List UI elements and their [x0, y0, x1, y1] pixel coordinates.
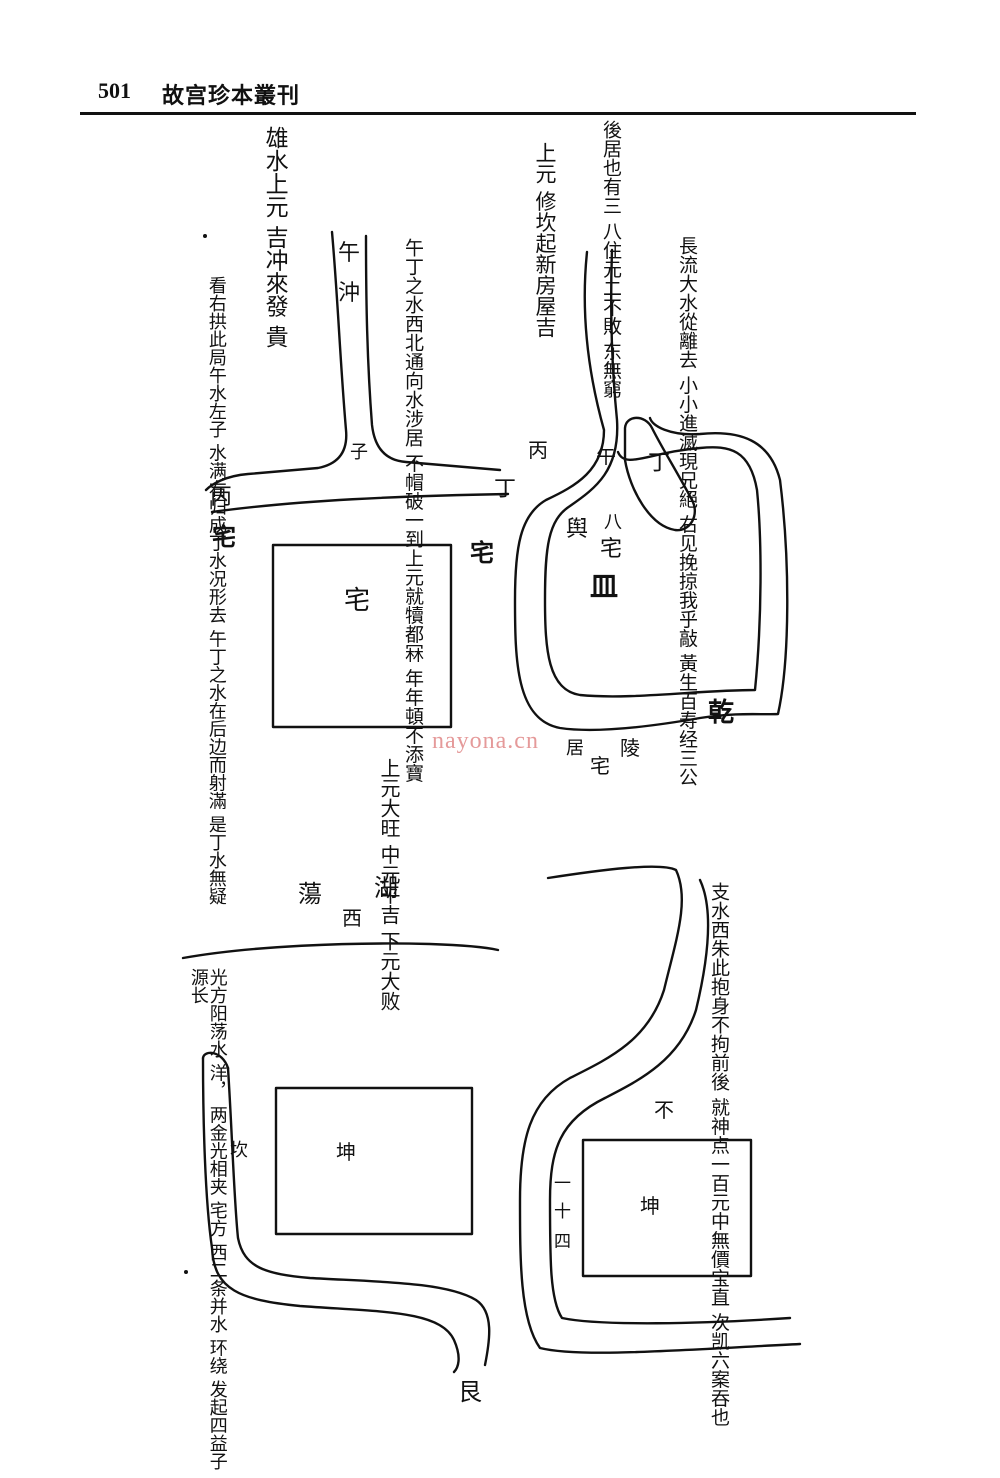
d3-channel-right-wall [226, 1066, 491, 1367]
d2-label-ju: 居 [566, 738, 584, 759]
d2-channel-outer [513, 250, 789, 732]
d1-direction-wu: 午 [338, 241, 361, 266]
d3-note-col-3: 两金光相夹 [206, 1105, 228, 1196]
d1-note-left-col-3: 午丁之水在后边而射滿 [205, 629, 227, 810]
d3-note-col-8: 源长 [187, 968, 209, 1004]
note-three-eras: 上元大旺 中元平吉 下元大败 [377, 758, 401, 1011]
d4-house-box [581, 1138, 753, 1278]
d3-note-col-4: 宅方 [206, 1201, 228, 1238]
d2-direction-ding: 丁 [648, 451, 671, 476]
d1-channel-bottom-wall [210, 492, 510, 514]
d4-mark-left-3: 四 [554, 1232, 571, 1252]
d2-direction-qian: 乾 [708, 698, 735, 728]
d2-side-label: 舆 [566, 517, 589, 542]
d1-note-left-col-1: 看右拱此局午水左子 [205, 276, 227, 438]
d1-house-left-label: 宅 [212, 522, 236, 551]
d4-note-col-1: 支水西朱此抱身不拘前後 [707, 882, 730, 1091]
d3-channel-left-wall [201, 1056, 460, 1374]
d4-note-col-3: 次凯六案吞也 [707, 1312, 730, 1427]
d3-note-col-1: 光方阳荡水 [206, 968, 228, 1058]
d2-pond [623, 416, 697, 532]
d3-lake-right-label: 湖 [374, 874, 398, 902]
d2-note-a-col-2: 修坎起新房屋吉 [533, 190, 558, 338]
d1-note-top: 雄水上元 吉冲來發 貴 [261, 126, 288, 348]
d2-note-a-col-1: 上元 [533, 142, 558, 184]
d1-note-mid-col-1: 午丁之水西北通向水涉居 [401, 238, 424, 447]
d1-direction-bing-mid: 丙 [528, 438, 548, 462]
d1-note-top-col-1: 雄水上元 [261, 126, 288, 218]
d2-well-mark: 皿 [590, 570, 619, 603]
d3-direction-gen: 艮 [458, 1378, 482, 1406]
d2-note-b: 後居也有三 八住元二不敗 东無窮 [599, 120, 622, 399]
d3-lake-left-label: 蕩 [298, 880, 322, 908]
d1-note-mid-col-2: 不帽破一到上元就犢都冧 [401, 453, 424, 663]
d1-note-top-col-3: 貴 [261, 324, 288, 348]
d3-note-col-2: 洋， [206, 1063, 228, 1100]
d1-channel-left-wall [204, 230, 348, 492]
d2-note-c-col-4: 黃生百寿经三公 [675, 653, 698, 787]
d4-note-col-2: 就神点一百元中無價宝直 [707, 1097, 730, 1307]
d2-channel-inner [543, 248, 762, 698]
d2-note-b-col-2: 八住元二不敗 [599, 221, 622, 336]
d3-left-mark: 坎 [230, 1140, 248, 1161]
d3-lake-shore [181, 942, 500, 960]
d1-note-left-col-4: 是丁水無疑 [205, 815, 227, 906]
d3-note-col-7: 发起四益子 [206, 1380, 228, 1471]
d2-note-b-col-1: 後居也有三 [599, 120, 622, 215]
d1-house-box [271, 543, 453, 729]
d4-mark-bu: 不 [654, 1098, 674, 1122]
d4-mark-left-2: 十 [554, 1202, 571, 1222]
watermark: nayona.cn [432, 728, 539, 754]
d1-house-right-label: 宅 [470, 538, 494, 567]
d4-channel-outer [518, 865, 802, 1354]
d1-direction-bing-left: 丙 [210, 485, 233, 510]
d2-note-c-col-2: 小小進滅現兄絕 [675, 375, 698, 509]
d4-house-label: 坤 [640, 1194, 660, 1218]
d2-house-mark: 宅 [600, 537, 623, 562]
d1-note-mid: 午丁之水西北通向水涉居 不帽破一到上元就犢都冧 年年頓不添寶 [401, 238, 424, 783]
d1-note-mid-col-3: 年年頓不添寶 [401, 668, 424, 783]
d1-channel-right-wall [364, 234, 502, 472]
d2-note-c-col-3: 右见挽掠我乎敲 [675, 514, 698, 648]
d2-direction-wu: 午 [596, 444, 616, 468]
d3-house-label: 坤 [336, 1140, 356, 1164]
d2-side-mark: 八 [604, 512, 622, 533]
d3-notes: 光方阳荡水 洋， 两金光相夹 宅方 西二条并水 环绕 发起四益子 源长 [187, 968, 228, 1478]
d4-channel-inner [548, 878, 792, 1325]
d1-direction-chong: 沖 [338, 281, 361, 306]
d2-note-b-col-3: 东無窮 [599, 341, 622, 399]
d1-note-top-col-2: 吉冲來發 [261, 225, 288, 318]
d1-direction-ding: 丁 [494, 477, 517, 502]
d2-note-a: 上元 修坎起新房屋吉 [533, 142, 558, 338]
d3-direction-xi: 西 [342, 906, 362, 930]
ink-speck [203, 234, 207, 238]
note-three-eras-col-1: 上元大旺 [377, 758, 401, 838]
d3-channel-top [201, 1051, 230, 1070]
d2-label-ling: 陵 [620, 736, 640, 760]
d1-house-label: 宅 [344, 586, 371, 616]
book-title: 故宫珍本叢刊 [162, 83, 301, 109]
d1-note-left-col-2: 水满右归成丁水况形去 [205, 443, 227, 624]
d3-note-col-6: 环绕 [206, 1338, 228, 1375]
page-number: 501 [98, 78, 131, 103]
d2-note-c: 長流大水從離去 小小進滅現兄絕 右见挽掠我乎敲 黃生百寿经三公 [675, 236, 698, 787]
d1-direction-zi: 子 [350, 442, 368, 463]
ink-speck [184, 1270, 188, 1274]
note-three-eras-col-2: 中元平吉 [377, 844, 401, 925]
d2-note-c-col-1: 長流大水從離去 [675, 236, 698, 369]
d4-mark-left-1: 一 [554, 1174, 571, 1194]
d2-label-zhai: 宅 [590, 754, 610, 778]
d1-note-left: 看右拱此局午水左子 水满右归成丁水况形去 午丁之水在后边而射滿 是丁水無疑 [205, 276, 227, 906]
header-rule [80, 112, 916, 115]
d3-note-col-5: 西二条并水 [206, 1242, 228, 1333]
note-three-eras-col-3: 下元大败 [377, 930, 401, 1011]
d4-note: 支水西朱此抱身不拘前後 就神点一百元中無價宝直 次凯六案吞也 [707, 882, 730, 1427]
d3-house-box [274, 1086, 474, 1236]
